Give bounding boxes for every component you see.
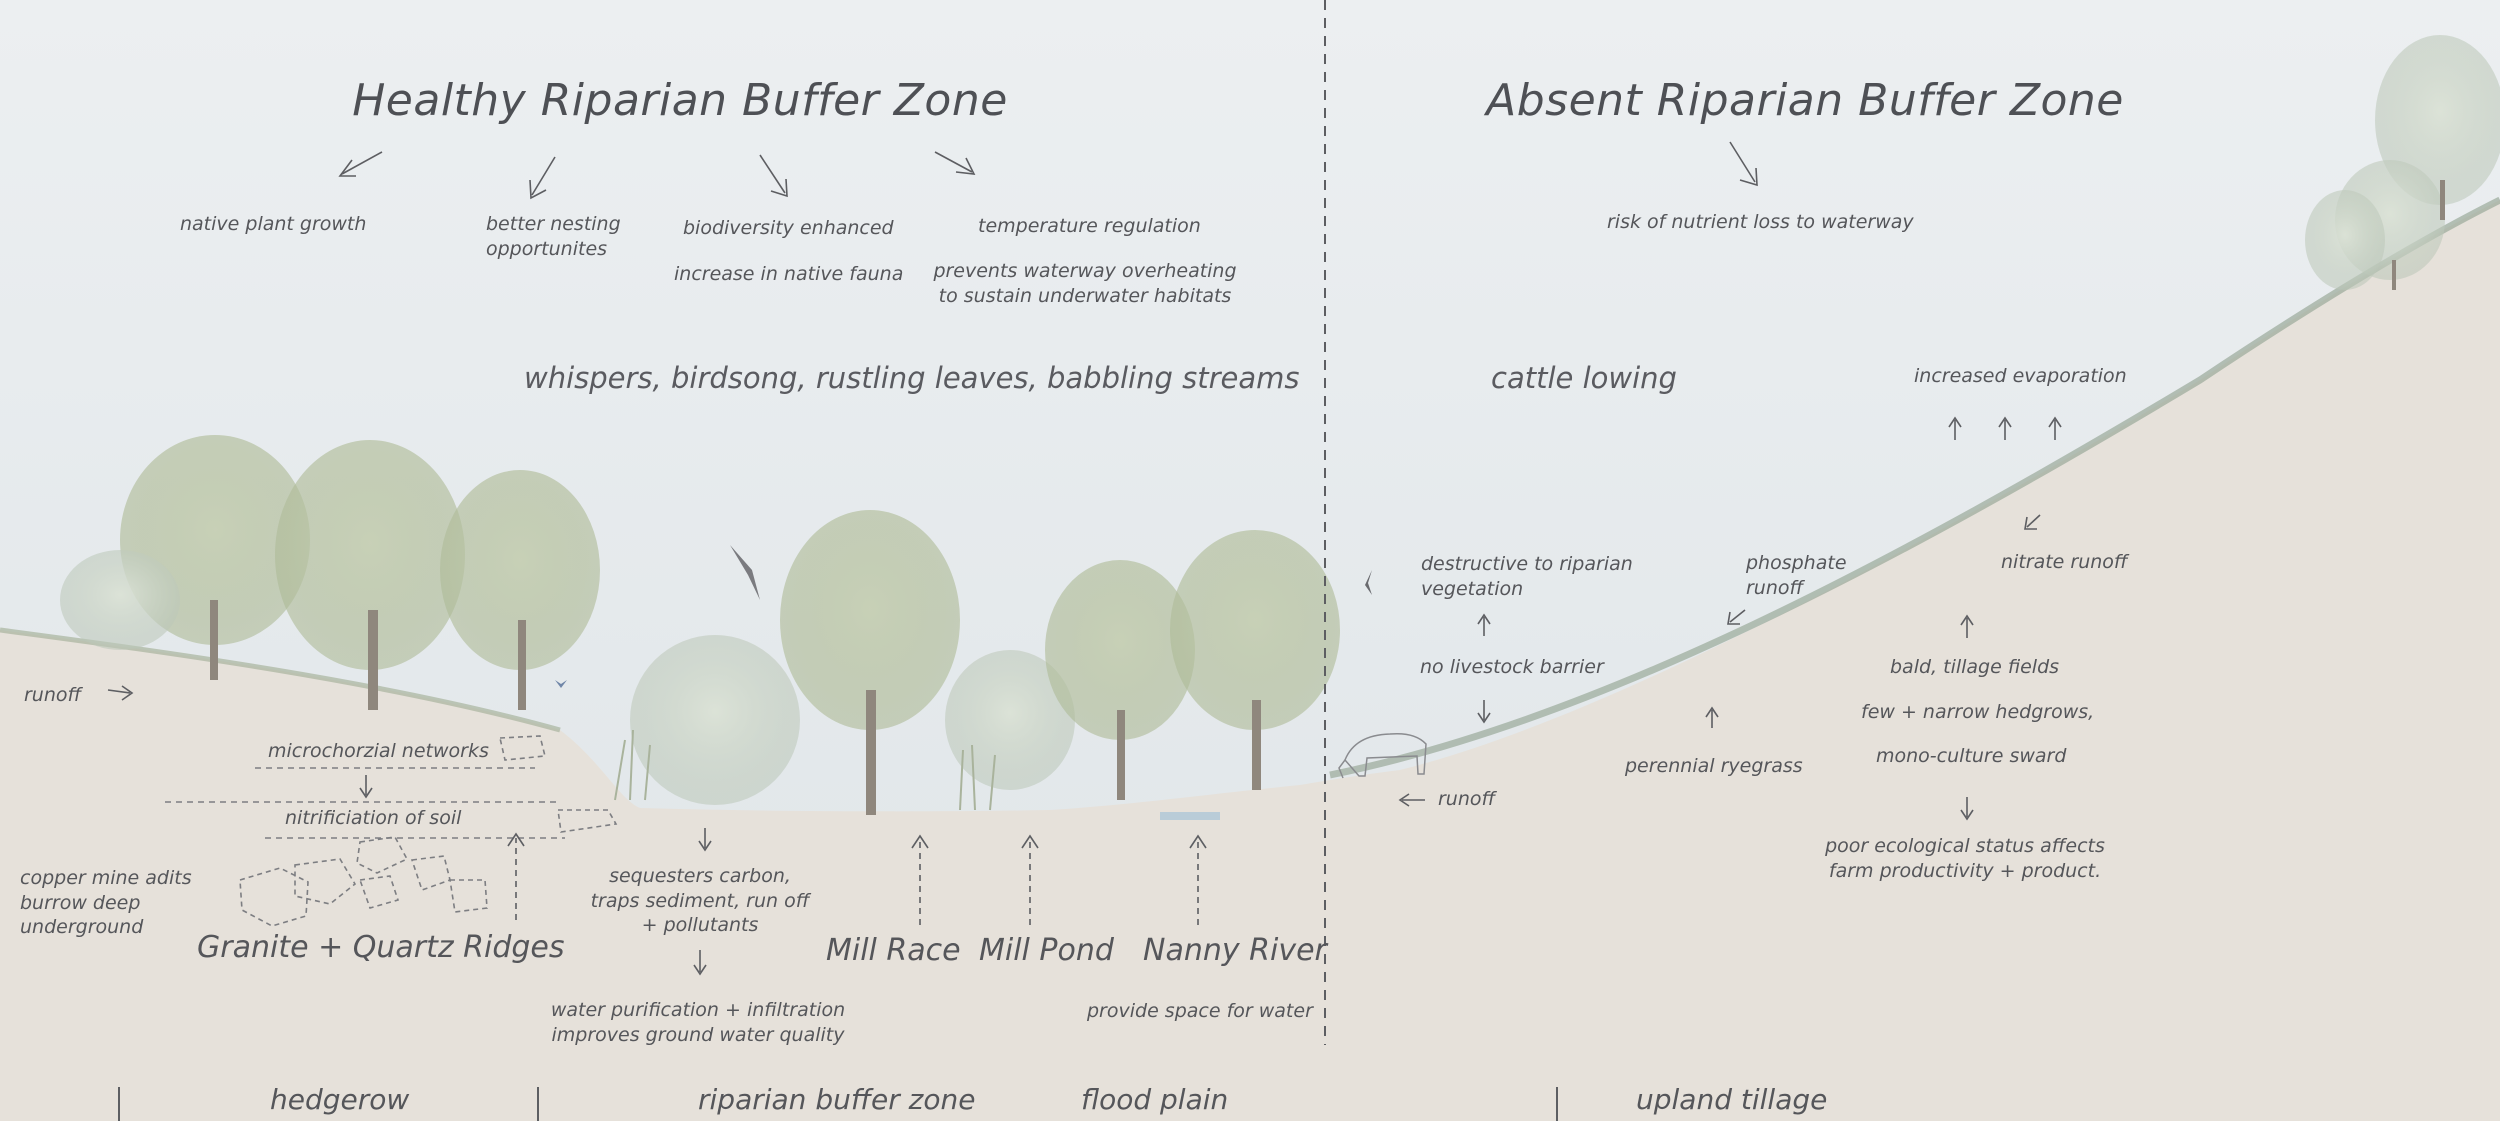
- hedgerows-label: few + narrow hedgrows,: [1861, 700, 2094, 725]
- no-barrier-label: no livestock barrier: [1420, 655, 1604, 680]
- zone-upland-tillage: upland tillage: [1636, 1082, 1827, 1118]
- river-water: [1160, 812, 1220, 820]
- destructive-label: destructive to riparian vegetation: [1421, 552, 1633, 601]
- nitrate-label: nitrate runoff: [2001, 550, 2128, 575]
- phosphate-label: phosphate runoff: [1746, 551, 1847, 600]
- absent-soundscape: cattle lowing: [1491, 360, 1677, 398]
- nanny-river-label: Nanny River: [1143, 931, 1327, 970]
- ryegrass-label: perennial ryegrass: [1625, 754, 1803, 779]
- better-nesting-label: better nesting opportunites: [486, 212, 621, 261]
- tillage-fields-label: bald, tillage fields: [1890, 655, 2059, 680]
- copper-mine-label: copper mine adits burrow deep undergroun…: [20, 866, 192, 940]
- healthy-zone-title: Healthy Riparian Buffer Zone: [330, 72, 1030, 129]
- space-for-water-label: provide space for water: [1087, 999, 1313, 1024]
- mill-pond-label: Mill Pond: [979, 931, 1114, 970]
- zone-marker-1: [118, 1087, 120, 1121]
- mill-race-label: Mill Race: [826, 931, 961, 970]
- zone-marker-2: [537, 1087, 539, 1121]
- zone-riparian-buffer: riparian buffer zone: [698, 1082, 975, 1118]
- zone-marker-3: [1556, 1087, 1558, 1121]
- evaporation-label: increased evaporation: [1914, 364, 2127, 389]
- native-fauna-label: increase in native fauna: [674, 262, 903, 287]
- nitrificiation-label: nitrificiation of soil: [285, 806, 461, 831]
- healthy-soundscape: whispers, birdsong, rustling leaves, bab…: [524, 360, 1299, 398]
- zone-flood-plain: flood plain: [1081, 1082, 1228, 1118]
- absent-zone-title: Absent Riparian Buffer Zone: [1470, 72, 2140, 129]
- runoff-right-label: runoff: [1438, 787, 1495, 812]
- biodiversity-label: biodiversity enhanced: [683, 216, 894, 241]
- nutrient-loss-label: risk of nutrient loss to waterway: [1607, 210, 1914, 235]
- monoculture-label: mono-culture sward: [1876, 744, 2066, 769]
- runoff-left-label: runoff: [24, 683, 81, 708]
- temperature-label: temperature regulation: [978, 214, 1201, 239]
- zone-hedgerow: hedgerow: [270, 1082, 409, 1118]
- microchorzial-label: microchorzial networks: [268, 739, 489, 764]
- sequesters-label: sequesters carbon, traps sediment, run o…: [580, 864, 820, 938]
- overheating-label: prevents waterway overheating to sustain…: [930, 259, 1240, 308]
- poor-status-label: poor ecological status affects farm prod…: [1815, 834, 2115, 883]
- purification-label: water purification + infiltration improv…: [548, 998, 848, 1047]
- native-plant-growth-label: native plant growth: [180, 212, 366, 237]
- granite-ridges-label: Granite + Quartz Ridges: [197, 928, 565, 967]
